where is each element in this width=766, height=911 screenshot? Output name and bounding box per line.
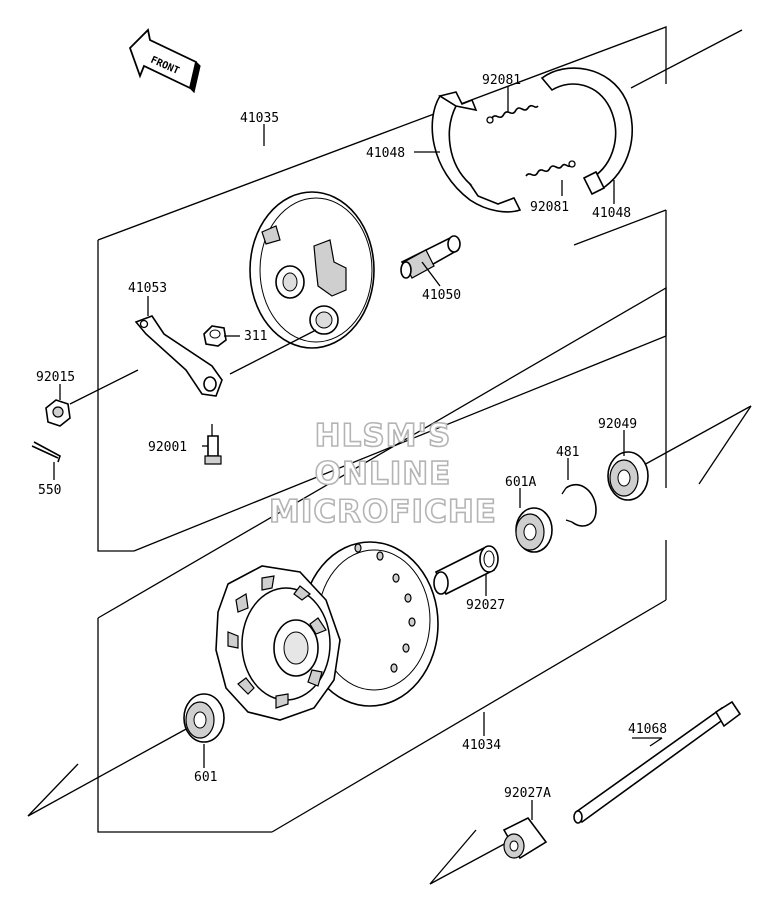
watermark-line-2: ONLINE bbox=[315, 456, 452, 492]
bearing-601 bbox=[183, 693, 225, 743]
label-92081-lower[interactable]: 92081 bbox=[530, 200, 569, 215]
label-41068[interactable]: 41068 bbox=[628, 722, 667, 737]
nut-92015 bbox=[45, 399, 71, 427]
label-41035[interactable]: 41035 bbox=[240, 111, 279, 126]
wheel-hub bbox=[215, 541, 439, 721]
label-311[interactable]: 311 bbox=[244, 329, 267, 344]
label-41034[interactable]: 41034 bbox=[462, 738, 501, 753]
label-41053[interactable]: 41053 bbox=[128, 281, 167, 296]
spring-lower bbox=[525, 160, 576, 177]
brake-shoe-right bbox=[540, 67, 633, 196]
label-92081-upper[interactable]: 92081 bbox=[482, 73, 521, 88]
label-92027[interactable]: 92027 bbox=[466, 598, 505, 613]
label-92001[interactable]: 92001 bbox=[148, 440, 187, 455]
label-41048-right[interactable]: 41048 bbox=[592, 206, 631, 221]
circlip-481 bbox=[561, 483, 597, 527]
label-41050[interactable]: 41050 bbox=[422, 288, 461, 303]
brake-shoe-left bbox=[431, 91, 522, 213]
label-601[interactable]: 601 bbox=[194, 770, 217, 785]
watermark: HLSM'S ONLINE MICROFICHE bbox=[268, 417, 497, 531]
brake-panel bbox=[249, 191, 375, 349]
lower-group-frame bbox=[27, 286, 752, 885]
watermark-line-3: MICROFICHE bbox=[269, 494, 497, 530]
bolt-92001 bbox=[204, 435, 222, 465]
bearing-601A bbox=[515, 507, 553, 553]
label-601A[interactable]: 601A bbox=[505, 475, 536, 490]
cotter-pin bbox=[31, 441, 61, 463]
nut-311 bbox=[203, 325, 227, 347]
oil-seal-92049 bbox=[607, 451, 649, 501]
label-481[interactable]: 481 bbox=[556, 445, 579, 460]
leader-lines bbox=[53, 86, 663, 820]
front-arrow-icon: FRONT bbox=[128, 28, 201, 94]
collar-92027 bbox=[433, 545, 499, 596]
collar-92027A bbox=[502, 816, 548, 860]
watermark-line-1: HLSM'S bbox=[315, 418, 452, 454]
brake-arm bbox=[134, 315, 223, 397]
brake-camshaft bbox=[400, 235, 461, 279]
label-92015[interactable]: 92015 bbox=[36, 370, 75, 385]
label-92027A[interactable]: 92027A bbox=[504, 786, 551, 801]
label-550[interactable]: 550 bbox=[38, 483, 61, 498]
spring-upper bbox=[486, 104, 539, 124]
label-41048-left[interactable]: 41048 bbox=[366, 146, 405, 161]
part-labels: 41035 92081 41048 92081 41048 41053 4105… bbox=[36, 73, 667, 801]
label-92049[interactable]: 92049 bbox=[598, 417, 637, 432]
axle-41068 bbox=[573, 700, 742, 824]
